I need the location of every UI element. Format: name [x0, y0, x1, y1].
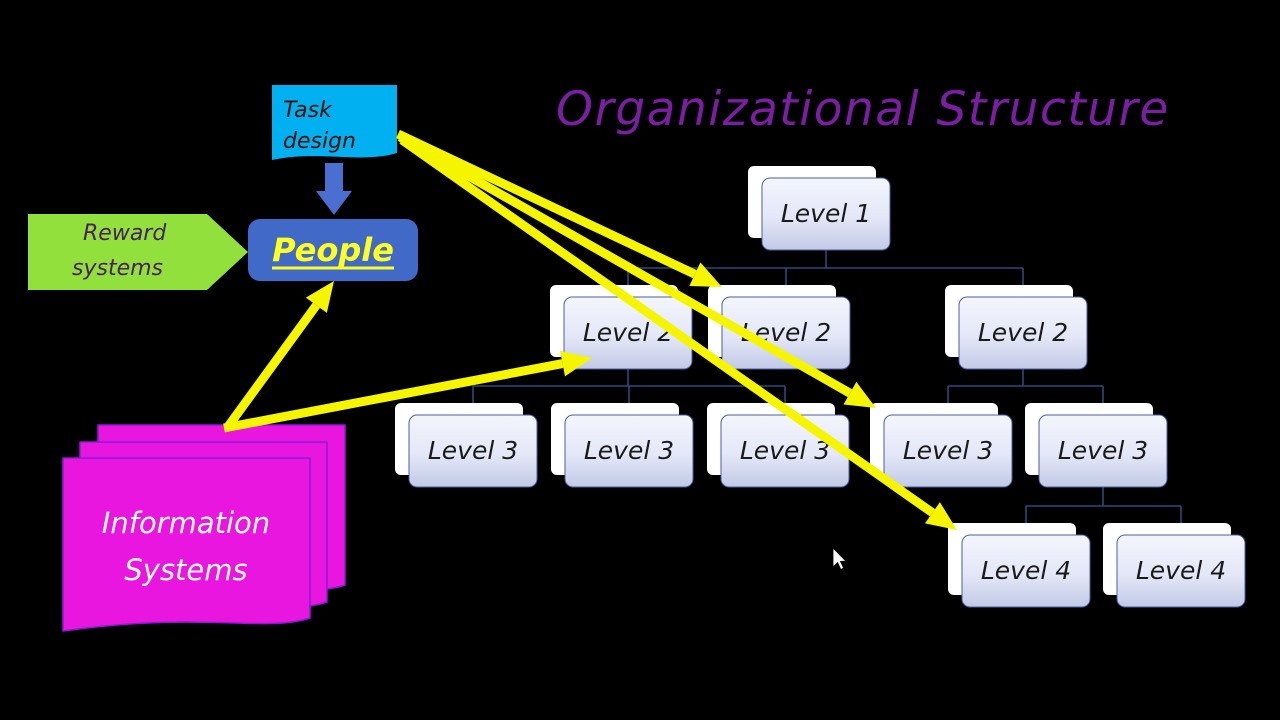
- mouse-pointer-glyph: [832, 547, 847, 571]
- org-node-label: Level 3: [428, 436, 518, 465]
- reward-systems-shape[interactable]: Reward systems: [28, 214, 248, 290]
- infosys-to-level2a: [223, 350, 592, 433]
- arrow-head: [924, 502, 957, 530]
- org-node-card: [721, 296, 851, 370]
- people-box[interactable]: People: [248, 219, 418, 281]
- org-node-card: [1116, 534, 1246, 608]
- reward-systems-body: [28, 214, 248, 290]
- org-node-label: Level 2: [978, 318, 1068, 347]
- org-node-card: [761, 177, 891, 251]
- org-node-label: Level 4: [1136, 556, 1226, 585]
- arrow-shaft: [223, 359, 564, 433]
- infosys-to-people: [223, 281, 334, 431]
- reward-systems-label-line1: Reward: [83, 221, 167, 246]
- org-node-label: Level 3: [584, 436, 674, 465]
- org-node-label: Level 3: [903, 436, 993, 465]
- arrow-shaft: [397, 133, 853, 398]
- task-design-label-line2: design: [283, 129, 356, 154]
- task-design-body: [272, 85, 397, 160]
- task-design-shape[interactable]: Task design: [272, 85, 397, 160]
- org-node-card: [1038, 414, 1168, 488]
- arrow-head: [305, 281, 334, 313]
- org-node-card: [564, 414, 694, 488]
- task-design-label-line1: Task: [283, 98, 333, 123]
- org-node[interactable]: Level 2: [708, 285, 851, 370]
- task-design-to-level3d: [397, 133, 876, 408]
- infosys-sheet-front: [62, 457, 311, 632]
- org-node-card: [883, 414, 1013, 488]
- infosys-label-line2: Systems: [124, 553, 247, 587]
- reward-systems-label-line2: systems: [72, 256, 163, 281]
- task-design-to-level4a: [399, 136, 957, 530]
- org-node-label: Level 4: [981, 556, 1071, 585]
- mouse-pointer-icon: [832, 547, 847, 571]
- org-node-card: [958, 296, 1088, 370]
- org-node[interactable]: Level 4: [1103, 523, 1246, 608]
- arrow-head: [689, 262, 722, 287]
- org-node-card: [408, 414, 538, 488]
- arrow-shaft: [399, 136, 936, 517]
- people-box-body: [248, 219, 418, 281]
- org-node[interactable]: Level 2: [945, 285, 1088, 370]
- org-node[interactable]: Level 3: [1025, 403, 1168, 488]
- arrow-shaft: [223, 302, 320, 431]
- org-node[interactable]: Level 4: [948, 523, 1091, 608]
- arrow-head: [843, 381, 876, 408]
- arrow-shaft: [396, 129, 697, 279]
- org-node[interactable]: Level 1: [748, 166, 891, 251]
- org-node-label: Level 1: [781, 199, 871, 228]
- infosys-label-line1: Information: [102, 506, 270, 540]
- task-design-to-people-arrow: [316, 163, 352, 215]
- org-node-card: [961, 534, 1091, 608]
- org-node[interactable]: Level 3: [395, 403, 538, 488]
- org-node[interactable]: Level 3: [870, 403, 1013, 488]
- people-label: People: [272, 231, 394, 269]
- org-node[interactable]: Level 3: [551, 403, 694, 488]
- information-systems-shape[interactable]: Information Systems: [62, 424, 346, 632]
- org-node-label: Level 3: [1058, 436, 1148, 465]
- arrow-head: [560, 350, 592, 377]
- org-node-label: Level 3: [740, 436, 830, 465]
- org-node[interactable]: Level 2: [550, 285, 693, 370]
- task-design-to-level2b: [396, 129, 722, 287]
- page-title: Organizational Structure: [556, 82, 1170, 137]
- org-chart-connectors: [472, 250, 1182, 535]
